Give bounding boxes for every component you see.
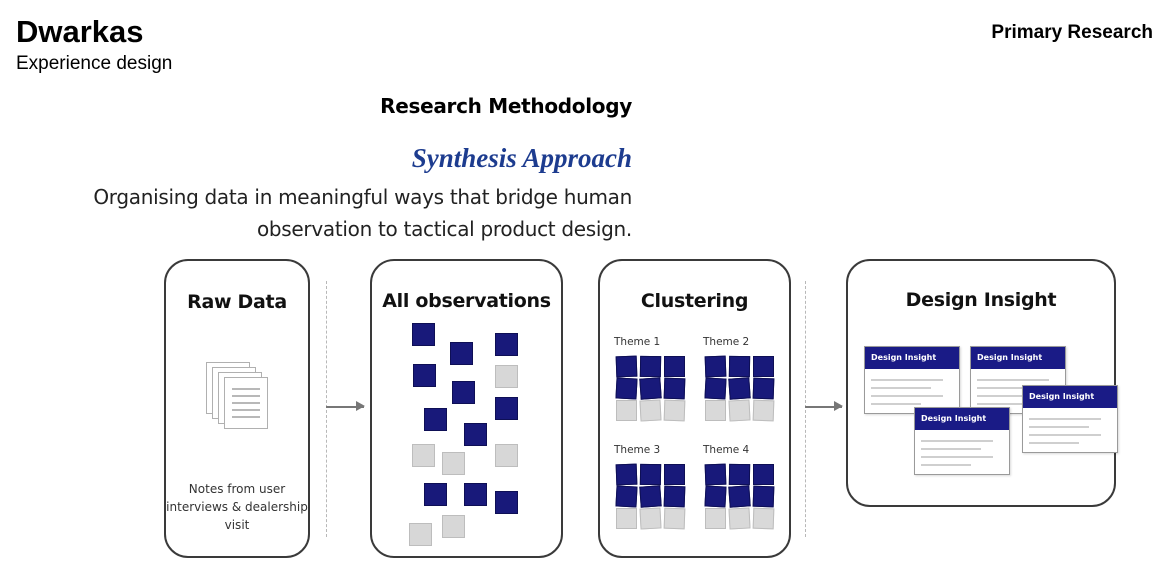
stage-separator (326, 281, 327, 537)
cluster-note (639, 463, 662, 486)
design-insight-title: Design Insight (905, 289, 1057, 311)
observation-note (452, 381, 475, 404)
documents-icon (206, 362, 280, 430)
flow-arrow (326, 402, 365, 410)
insight-card: Design Insight (864, 346, 960, 414)
insight-card-header: Design Insight (915, 408, 1009, 430)
cluster-note (663, 507, 686, 530)
raw-data-caption: Notes from user interviews & dealership … (166, 482, 308, 532)
insight-card-header: Design Insight (1023, 386, 1117, 408)
observation-note (495, 333, 518, 356)
raw-data-stage: Raw Data Notes from user interviews & de… (164, 259, 310, 558)
brand-subtitle: Experience design (16, 53, 173, 74)
cluster-note (728, 485, 751, 508)
methodology-title: Research Methodology (380, 94, 632, 118)
observation-note (424, 483, 447, 506)
theme-label: Theme 4 (703, 444, 750, 456)
observation-note (464, 423, 487, 446)
cluster-note (752, 507, 775, 530)
observation-note (495, 397, 518, 420)
cluster-note (704, 377, 727, 400)
observation-note (442, 515, 465, 538)
theme-label: Theme 3 (614, 444, 661, 456)
cluster-note (639, 507, 662, 530)
observation-note (495, 365, 518, 388)
cluster-note (639, 485, 662, 508)
observation-note (409, 523, 432, 546)
cluster-note (615, 485, 638, 508)
cluster-note (752, 485, 775, 508)
design-insight-stage: Design Insight Design Insight Design Ins… (846, 259, 1118, 507)
theme-label: Theme 2 (703, 336, 750, 348)
section-label: Primary Research (991, 22, 1153, 43)
cluster-note (663, 399, 686, 422)
observation-note (464, 483, 487, 506)
observations-stage: All observations (370, 259, 563, 558)
flow-arrow (805, 402, 843, 410)
cluster-note (616, 400, 637, 421)
cluster-note (753, 356, 774, 377)
cluster-note (728, 355, 751, 378)
cluster-note (728, 377, 751, 400)
cluster-note (728, 399, 751, 422)
cluster-note (639, 399, 662, 422)
cluster-note (664, 356, 685, 377)
observation-note (495, 491, 518, 514)
insight-card: Design Insight (914, 407, 1010, 475)
stage-separator (805, 281, 806, 537)
observation-note (412, 323, 435, 346)
insight-card-header: Design Insight (971, 347, 1065, 369)
clustering-stage: Clustering Theme 1 Theme 2 Theme 3 Theme… (598, 259, 791, 558)
cluster-note (615, 377, 638, 400)
observation-note (412, 444, 435, 467)
cluster-note (728, 507, 751, 530)
observation-note (413, 364, 436, 387)
cluster-note (664, 464, 685, 485)
cluster-note (728, 463, 751, 486)
observations-title: All observations (382, 290, 551, 312)
cluster-note (663, 485, 686, 508)
raw-data-title: Raw Data (187, 291, 287, 313)
cluster-note (752, 377, 775, 400)
cluster-note (615, 463, 638, 486)
cluster-note (753, 464, 774, 485)
observation-note (495, 444, 518, 467)
cluster-note (752, 399, 775, 422)
cluster-note (705, 400, 726, 421)
theme-label: Theme 1 (614, 336, 661, 348)
observation-note (424, 408, 447, 431)
cluster-note (704, 463, 727, 486)
insight-card-header: Design Insight (865, 347, 959, 369)
cluster-note (704, 485, 727, 508)
insight-card: Design Insight (1022, 385, 1118, 453)
observation-note (450, 342, 473, 365)
cluster-note (615, 355, 638, 378)
clustering-title: Clustering (640, 290, 749, 312)
approach-description: Organising data in meaningful ways that … (93, 185, 632, 241)
observation-note (442, 452, 465, 475)
cluster-note (704, 355, 727, 378)
approach-title: Synthesis Approach (411, 143, 632, 173)
cluster-note (639, 355, 662, 378)
cluster-note (616, 508, 637, 529)
brand-title: Dwarkas (16, 14, 144, 49)
cluster-note (705, 508, 726, 529)
cluster-note (663, 377, 686, 400)
cluster-note (639, 377, 662, 400)
